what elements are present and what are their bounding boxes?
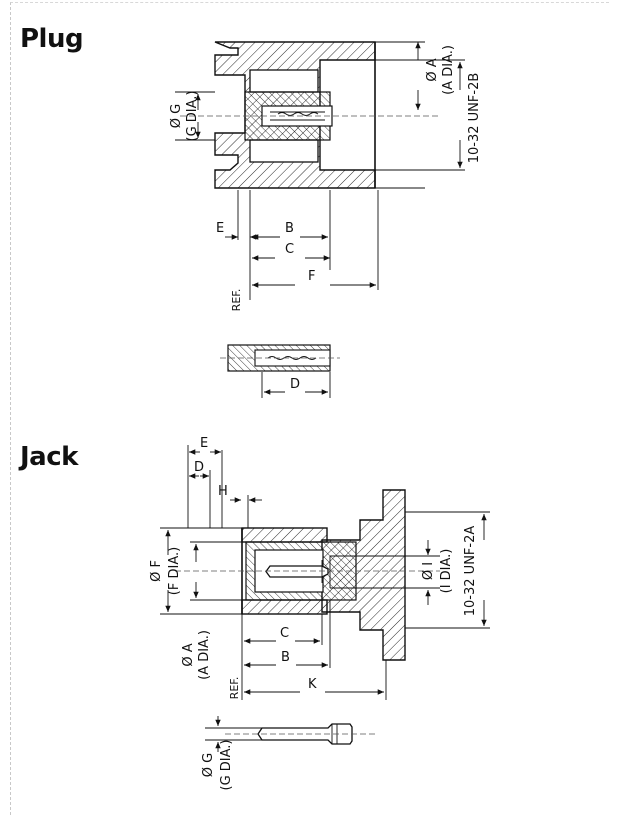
jack-dim-a-note: (A DIA.) xyxy=(197,630,212,680)
plug-contact-slots xyxy=(270,111,325,121)
jack-dim-f-note: (F DIA.) xyxy=(167,547,182,595)
plug-cavity-top xyxy=(249,69,319,93)
plug-dim-f: F xyxy=(308,269,315,284)
jack-dim-k: K xyxy=(308,677,317,692)
plug-dim-e: E xyxy=(216,221,224,236)
plug-cavity-bottom xyxy=(249,139,319,163)
plug-thread: 10-32 UNF-2B xyxy=(467,73,482,164)
jack-dim-d: D xyxy=(194,460,204,475)
jack-pin-part xyxy=(257,723,353,745)
plug-dim-b: B xyxy=(285,221,294,236)
jack-body-top xyxy=(241,527,328,543)
jack-dim-f: Ø F xyxy=(149,560,164,582)
jack-dim-g-note: (G DIA.) xyxy=(219,740,234,791)
plug-ref: REF. xyxy=(230,289,243,312)
plug-dim-d: D xyxy=(290,377,300,392)
jack-body-bottom xyxy=(241,599,328,615)
jack-flange xyxy=(321,489,406,661)
jack-ref: REF. xyxy=(228,677,241,700)
jack-dim-c: C xyxy=(280,626,289,641)
jack-thread: 10-32 UNF-2A xyxy=(463,526,478,617)
plug-dim-g-note: (G DIA.) xyxy=(185,91,200,142)
plug-dim-a: Ø A xyxy=(425,58,440,81)
plug-dim-a-note: (A DIA.) xyxy=(441,45,456,95)
plug-title: Plug xyxy=(20,24,84,54)
plug-drawing xyxy=(175,41,465,398)
jack-drawing xyxy=(160,445,490,752)
page-border xyxy=(10,2,609,815)
jack-dim-a: Ø A xyxy=(181,643,196,666)
jack-dim-b: B xyxy=(281,650,290,665)
jack-dim-h: H xyxy=(218,484,228,499)
jack-dim-g: Ø G xyxy=(201,753,216,777)
plug-dim-g: Ø G xyxy=(169,104,184,128)
jack-title: Jack xyxy=(20,442,78,472)
jack-dim-i: Ø I xyxy=(421,562,436,580)
jack-dim-i-note: (I DIA.) xyxy=(439,549,454,594)
plug-dim-c: C xyxy=(285,242,294,257)
jack-dim-e: E xyxy=(200,436,208,451)
jack-pin xyxy=(265,565,329,578)
plug-contact-spring xyxy=(277,112,319,116)
